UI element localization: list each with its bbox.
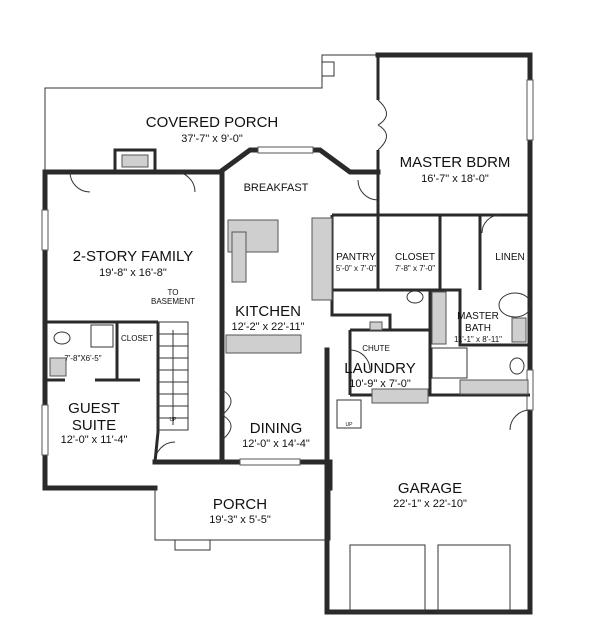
room-dim-laundry: 10'-9" x 7'-0" <box>349 378 411 390</box>
window <box>41 404 49 456</box>
fireplace <box>113 148 157 174</box>
to-basement-label: TO <box>168 288 179 297</box>
tub-deck <box>511 317 527 343</box>
chute-label: CHUTE <box>362 344 390 353</box>
hearth <box>121 154 149 168</box>
room-dim-garage: 22'-1" x 22'-10" <box>393 498 467 510</box>
kitchen-counter <box>225 334 302 354</box>
window <box>41 209 49 251</box>
porch-outline <box>154 488 331 541</box>
room-dim-family: 19'-8" x 16'-8" <box>99 267 167 279</box>
room-name-laundry: LAUNDRY <box>344 360 415 377</box>
tub <box>498 292 532 318</box>
room-dim-guest-bath: 7'-8"X6'-5" <box>64 354 101 363</box>
bath-counter <box>459 379 529 395</box>
room-dim-covered-porch: 37'-7" x 9'-0" <box>181 133 243 145</box>
interior-wall <box>45 320 160 463</box>
window <box>239 458 301 466</box>
room-dim-master-bath: 11'-1" x 8'-11" <box>454 335 502 344</box>
staircase <box>157 321 189 431</box>
room-dim-kitchen: 12'-2" x 22'-11" <box>232 321 305 333</box>
room-name-master-bdrm: MASTER BDRM <box>400 154 511 171</box>
room-name-master-bath: MASTER <box>457 311 499 322</box>
door-swing <box>69 99 531 463</box>
porch-steps <box>174 539 211 551</box>
room-dim-dining: 12'-0" x 14'-4" <box>242 438 310 450</box>
meter-box <box>321 61 335 77</box>
covered-porch-outline <box>44 54 378 172</box>
garage-door <box>437 544 511 613</box>
room-name-guest-suite: GUEST <box>68 400 120 417</box>
laundry-counter <box>371 388 429 404</box>
vanity <box>431 291 447 345</box>
room-name-breakfast: BREAKFAST <box>244 182 309 194</box>
room-dim-closet-master: 7'-8" x 7'-0" <box>395 264 435 273</box>
room-name-garage: GARAGE <box>398 480 462 497</box>
room-name-covered-porch: COVERED PORCH <box>146 114 279 131</box>
room-name-linen: LINEN <box>495 252 524 263</box>
garage-stair-up-label: UP <box>346 422 354 428</box>
room-name-porch: PORCH <box>213 496 267 513</box>
kitchen-counter <box>311 217 333 301</box>
shower <box>90 324 114 348</box>
room-name-master-bath: BATH <box>465 323 491 334</box>
toilet <box>53 331 71 345</box>
toilet <box>406 290 424 304</box>
kitchen-island <box>231 231 247 283</box>
room-name-family: 2-STORY FAMILY <box>73 248 194 265</box>
room-dim-pantry: 5'-0" x 7'-0" <box>336 264 376 273</box>
to-basement-label: BASEMENT <box>151 297 195 306</box>
stair-up-label: UP <box>170 417 178 423</box>
room-name-closet-guest: CLOSET <box>121 334 153 343</box>
shower <box>431 347 468 379</box>
laundry-chute <box>369 321 383 331</box>
room-name-kitchen: KITCHEN <box>235 303 301 320</box>
room-name-dining: DINING <box>250 420 303 437</box>
garage-door <box>349 544 426 613</box>
toilet <box>509 357 525 375</box>
room-dim-porch: 19'-3" x 5'-5" <box>209 514 271 526</box>
room-dim-guest-suite: 12'-0" x 11'-4" <box>61 434 128 446</box>
room-dim-master-bdrm: 16'-7" x 18'-0" <box>421 173 489 185</box>
window <box>257 146 314 154</box>
window <box>526 79 534 141</box>
room-name-pantry: PANTRY <box>336 252 376 263</box>
sink <box>49 357 67 377</box>
garage-steps <box>336 399 362 429</box>
room-name-closet-master: CLOSET <box>395 252 435 263</box>
room-name-guest-suite: SUITE <box>72 417 116 434</box>
